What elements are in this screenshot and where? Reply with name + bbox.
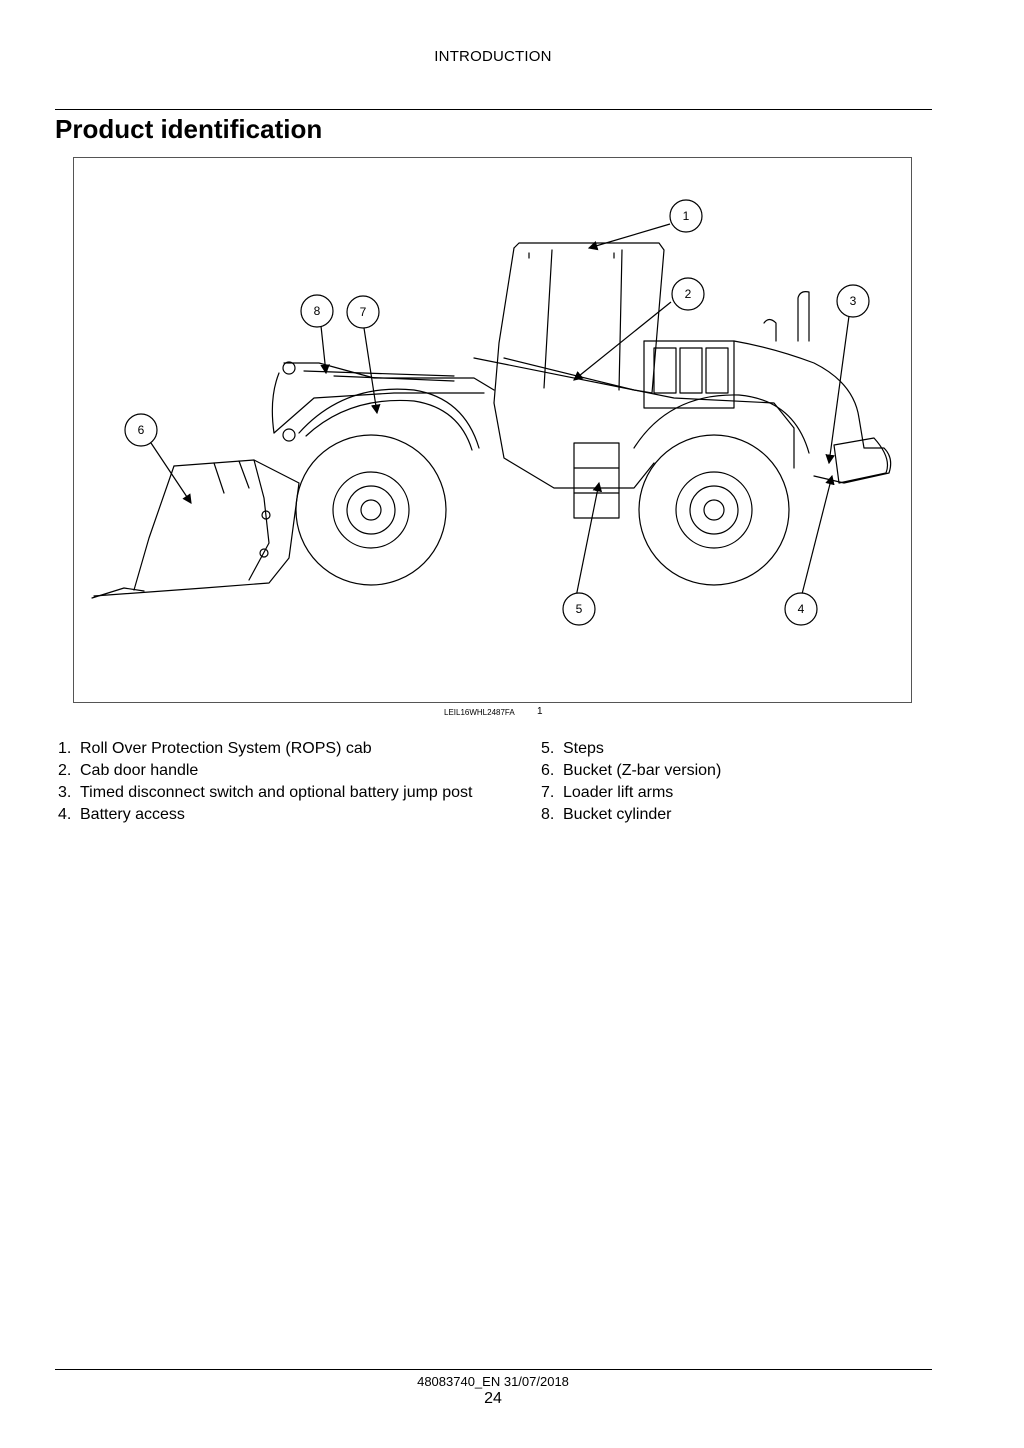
callout-1-label: 1 xyxy=(683,209,690,223)
legend-right-column: 5. Steps 6. Bucket (Z-bar version) 7. Loade… xyxy=(541,738,721,826)
legend-text: Steps xyxy=(563,740,604,757)
callout-3-label: 3 xyxy=(850,294,857,308)
callout-4 xyxy=(784,592,818,626)
running-header: INTRODUCTION xyxy=(434,48,552,65)
legend-text: Bucket cylinder xyxy=(563,806,672,823)
legend-text: Bucket (Z-bar version) xyxy=(563,762,722,779)
legend-left-column: 1. Roll Over Protection System (ROPS) cab… xyxy=(58,738,473,826)
legend-num: 3. xyxy=(58,784,72,801)
legend-num: 5. xyxy=(541,740,555,757)
callout-7-label: 7 xyxy=(360,305,367,319)
legend-item: 5. Steps xyxy=(541,738,721,760)
figure-number: 1 xyxy=(537,706,543,717)
loader-illustration-figure: 1 2 3 4 5 6 7 8 xyxy=(73,157,912,703)
figure-code: LEIL16WHL2487FA xyxy=(444,708,515,717)
header-rule xyxy=(55,109,932,110)
legend-text: Battery access xyxy=(80,806,185,823)
callout-8-label: 8 xyxy=(314,304,321,318)
legend-num: 1. xyxy=(58,740,72,757)
page-title: Product identification xyxy=(55,114,323,144)
callout-5-label: 5 xyxy=(576,602,583,616)
callout-6 xyxy=(124,413,158,447)
legend-text: Loader lift arms xyxy=(563,784,674,801)
callout-3 xyxy=(836,284,870,318)
document-code: 48083740_EN 31/07/2018 xyxy=(417,1374,569,1389)
callout-8 xyxy=(300,294,334,328)
legend-item: 6. Bucket (Z-bar version) xyxy=(541,760,721,782)
legend-text: Timed disconnect switch and optional bat… xyxy=(80,784,473,801)
legend-text: Roll Over Protection System (ROPS) cab xyxy=(80,740,372,757)
callout-2 xyxy=(671,277,705,311)
legend-item: 8. Bucket cylinder xyxy=(541,804,721,826)
legend-item: 2. Cab door handle xyxy=(58,760,473,782)
callout-7 xyxy=(346,295,380,329)
legend-num: 2. xyxy=(58,762,72,779)
legend-item: 7. Loader lift arms xyxy=(541,782,721,804)
legend-item: 4. Battery access xyxy=(58,804,473,826)
legend-num: 4. xyxy=(58,806,72,823)
footer-rule xyxy=(55,1369,932,1370)
legend-num: 7. xyxy=(541,784,555,801)
callout-4-label: 4 xyxy=(798,602,805,616)
legend-item: 3. Timed disconnect switch and optional b… xyxy=(58,782,473,804)
legend-num: 8. xyxy=(541,806,555,823)
legend-num: 6. xyxy=(541,762,555,779)
callout-2-label: 2 xyxy=(685,287,692,301)
callout-1 xyxy=(669,199,703,233)
callout-6-label: 6 xyxy=(138,423,145,437)
wheel-loader-drawing: 1 2 3 4 5 6 7 8 xyxy=(91,199,892,626)
legend-text: Cab door handle xyxy=(80,762,199,779)
page-number: 24 xyxy=(484,1390,502,1407)
callout-5 xyxy=(562,592,596,626)
legend-item: 1. Roll Over Protection System (ROPS) cab xyxy=(58,738,473,760)
